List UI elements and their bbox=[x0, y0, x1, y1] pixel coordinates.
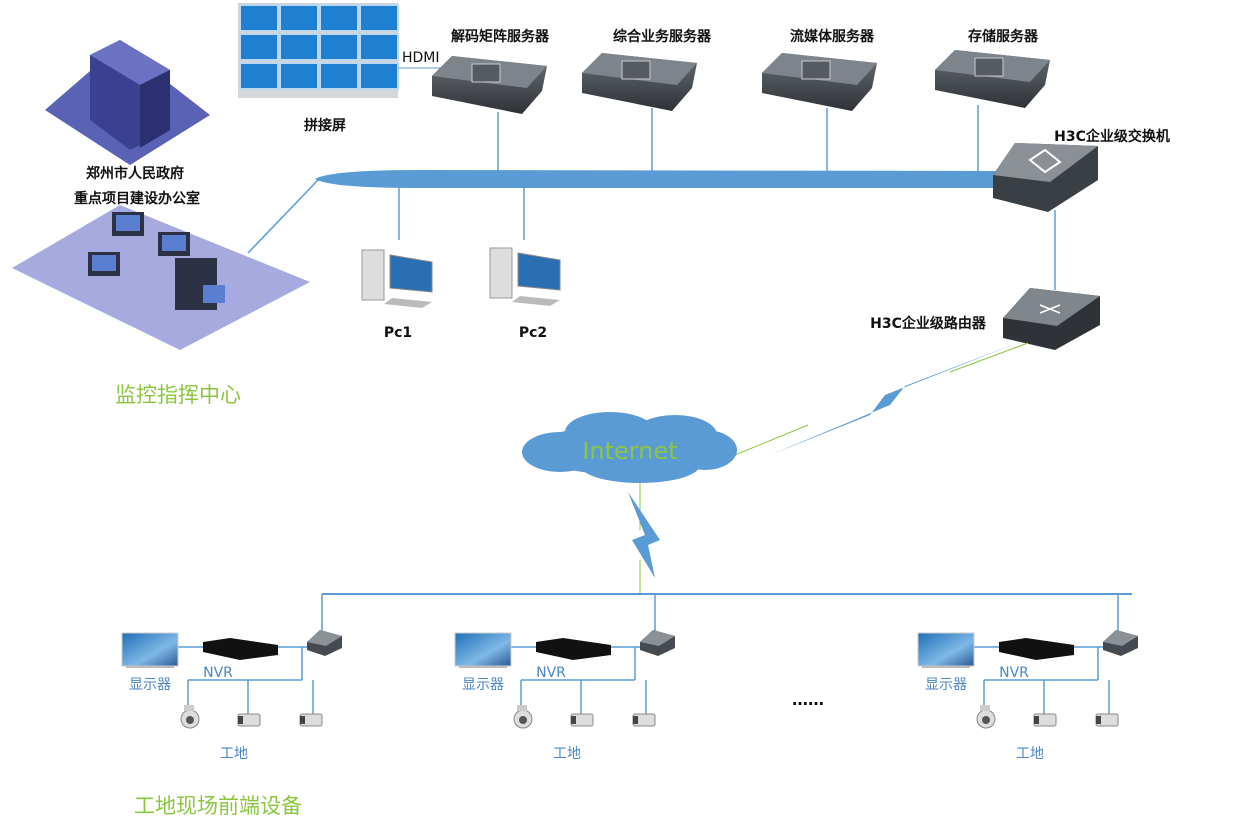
server-label: 流媒体服务器 bbox=[790, 28, 875, 45]
nvr-icon bbox=[999, 638, 1074, 660]
nvr-label: NVR bbox=[999, 665, 1029, 681]
site-label: 工地 bbox=[220, 746, 248, 762]
dome-camera-icon bbox=[513, 704, 533, 729]
streaming-server-icon bbox=[761, 52, 878, 112]
hdmi-label: HDMI bbox=[402, 50, 440, 66]
router-icon bbox=[1003, 288, 1100, 350]
display-label: 显示器 bbox=[129, 677, 171, 693]
switch-label: H3C企业级交换机 bbox=[1054, 128, 1170, 145]
bullet-camera-icon bbox=[632, 713, 656, 727]
server-label: 存储服务器 bbox=[968, 28, 1039, 45]
bullet-camera-icon bbox=[1095, 713, 1119, 727]
site-switch-icon bbox=[1103, 630, 1138, 656]
site-label: 工地 bbox=[553, 746, 581, 762]
site-switch-icon bbox=[307, 630, 342, 656]
command-center-office-icon bbox=[12, 205, 310, 350]
internet-label: Internet bbox=[582, 437, 677, 465]
bullet-camera-icon bbox=[570, 713, 594, 727]
router-label: H3C企业级路由器 bbox=[870, 315, 987, 332]
display-label: 显示器 bbox=[925, 677, 967, 693]
nvr-icon bbox=[203, 638, 278, 660]
server-label: 解码矩阵服务器 bbox=[451, 28, 550, 45]
dome-camera-icon bbox=[976, 704, 996, 729]
more-sites-ellipsis: …… bbox=[792, 690, 824, 709]
nvr-icon bbox=[536, 638, 611, 660]
display-label: 显示器 bbox=[462, 677, 504, 693]
nvr-label: NVR bbox=[536, 665, 566, 681]
wireless-link-icon bbox=[770, 340, 1025, 455]
nvr-label: NVR bbox=[203, 665, 233, 681]
dome-camera-icon bbox=[180, 704, 200, 729]
site-label: 工地 bbox=[1016, 746, 1044, 762]
video-wall-label: 拼接屏 bbox=[304, 117, 346, 134]
pc2-icon bbox=[489, 247, 561, 307]
wireless-link-icon bbox=[628, 492, 660, 578]
sites-title: 工地现场前端设备 bbox=[134, 794, 302, 818]
bullet-camera-icon bbox=[237, 713, 261, 727]
site-switch-icon bbox=[640, 630, 675, 656]
pc2-label: Pc2 bbox=[519, 325, 547, 341]
internet-cloud-icon bbox=[522, 412, 737, 483]
government-building-icon: Government bbox=[45, 40, 217, 165]
bullet-camera-icon bbox=[1033, 713, 1057, 727]
storage-server-icon bbox=[934, 49, 1051, 109]
bullet-camera-icon bbox=[299, 713, 323, 727]
network-bus bbox=[315, 170, 1000, 188]
site-group: 显示器 NVR 工地 bbox=[454, 594, 675, 762]
site-group: 显示器 NVR 工地 bbox=[917, 594, 1138, 762]
video-wall bbox=[238, 3, 399, 98]
server-label: 综合业务服务器 bbox=[613, 28, 712, 45]
gov-label-line1: 郑州市人民政府 bbox=[86, 165, 184, 182]
command-center-title: 监控指挥中心 bbox=[115, 383, 241, 407]
business-server-icon bbox=[581, 52, 698, 112]
pc1-label: Pc1 bbox=[384, 325, 412, 341]
display-tv-icon bbox=[917, 632, 975, 668]
gov-label-line2: 重点项目建设办公室 bbox=[74, 190, 200, 207]
display-tv-icon bbox=[454, 632, 512, 668]
decoder-matrix-server-icon bbox=[431, 55, 548, 115]
site-group: 显示器 NVR 工地 bbox=[121, 594, 342, 762]
pc1-icon bbox=[361, 249, 433, 309]
display-tv-icon bbox=[121, 632, 179, 668]
core-switch-icon bbox=[993, 143, 1098, 212]
